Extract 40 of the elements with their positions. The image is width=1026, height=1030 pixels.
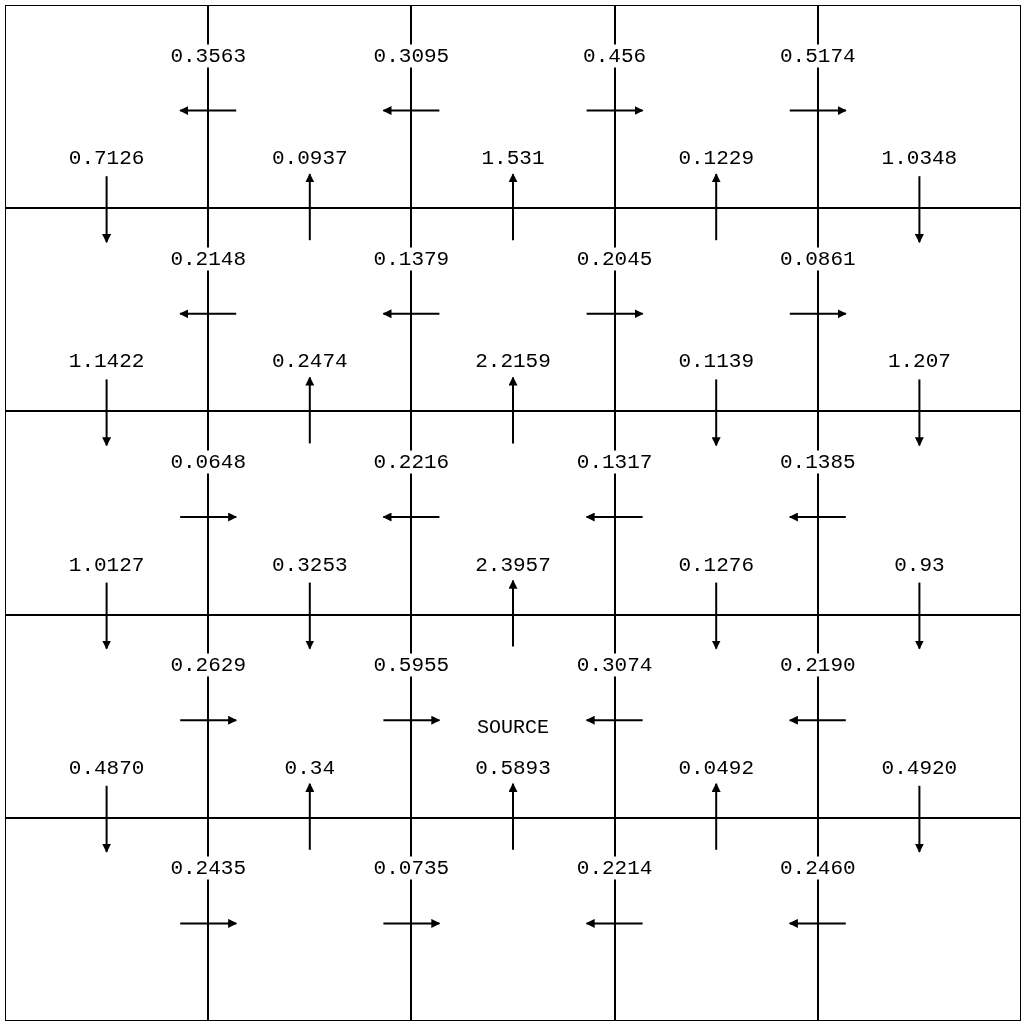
arrow	[914, 378, 924, 447]
arrow	[585, 918, 644, 928]
arrow	[788, 309, 847, 319]
arrow	[585, 715, 644, 725]
arrow	[508, 173, 518, 242]
arrow	[382, 918, 441, 928]
arrow	[102, 581, 112, 650]
arrow	[305, 376, 315, 445]
arrow	[711, 782, 721, 851]
arrow	[382, 106, 441, 116]
arrow	[179, 512, 238, 522]
arrow	[179, 715, 238, 725]
arrow	[788, 512, 847, 522]
arrow	[382, 309, 441, 319]
arrow	[508, 376, 518, 445]
arrow	[102, 378, 112, 447]
arrow	[585, 512, 644, 522]
arrow	[711, 378, 721, 447]
arrow	[382, 512, 441, 522]
arrow	[102, 784, 112, 853]
arrow	[102, 175, 112, 244]
arrow	[179, 918, 238, 928]
arrow	[914, 581, 924, 650]
arrow	[508, 782, 518, 851]
arrow	[711, 173, 721, 242]
arrow	[305, 173, 315, 242]
arrow	[914, 784, 924, 853]
arrow	[382, 715, 441, 725]
arrow	[305, 782, 315, 851]
arrow	[508, 579, 518, 648]
arrow	[585, 309, 644, 319]
arrow	[585, 106, 644, 116]
arrow	[788, 918, 847, 928]
arrow	[914, 175, 924, 244]
arrow	[305, 581, 315, 650]
arrow	[788, 715, 847, 725]
arrow	[711, 581, 721, 650]
arrow	[179, 106, 238, 116]
arrow	[788, 106, 847, 116]
arrow	[179, 309, 238, 319]
